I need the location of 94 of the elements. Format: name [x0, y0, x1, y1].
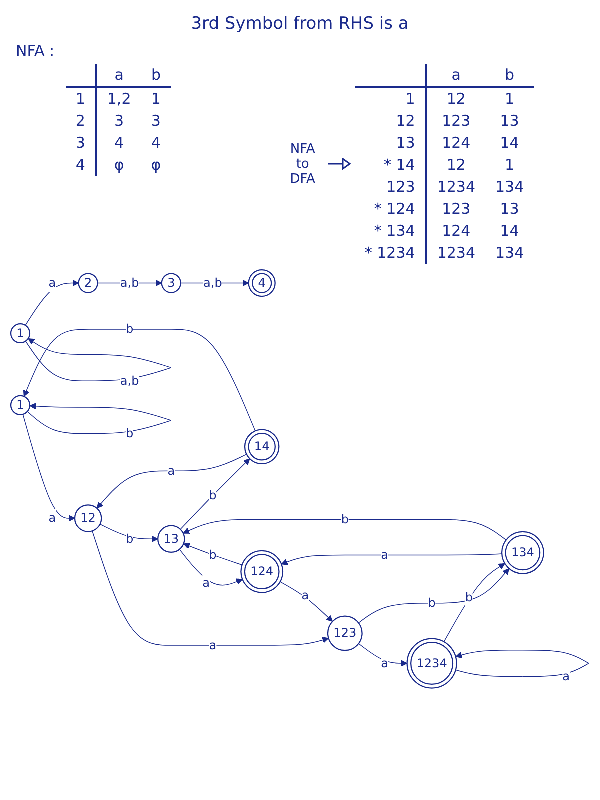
row-header: 3 — [66, 132, 96, 154]
table-cell: 4 — [96, 132, 142, 154]
node-circle — [248, 269, 276, 298]
arrow — [25, 338, 172, 382]
arrow — [100, 524, 158, 542]
edge-label: a,b — [120, 374, 140, 388]
table-cell: 3 — [96, 110, 142, 132]
arrow — [180, 458, 250, 530]
row-header: 1 — [354, 87, 426, 110]
edge-label: a — [168, 464, 176, 478]
node-circle — [74, 504, 102, 532]
arrow — [358, 643, 408, 667]
table-cell-text: φ — [150, 155, 162, 176]
table-cell: 1234 — [426, 176, 486, 198]
row-header: 123 — [354, 176, 426, 198]
row-header: * 1234 — [354, 242, 426, 264]
node-circle — [406, 638, 458, 689]
node-circle — [501, 531, 544, 574]
node-circle — [244, 429, 280, 465]
row-header: * 124 — [354, 198, 426, 220]
column-header: a — [96, 64, 142, 87]
node-circle — [10, 323, 31, 344]
column-header: b — [141, 64, 172, 87]
edge-label: a — [562, 669, 570, 684]
row-header: * 14 — [354, 154, 426, 176]
edge-label: b — [126, 532, 134, 546]
row-header: * 134 — [354, 220, 426, 242]
edge-label: b — [209, 548, 217, 562]
row-header: 1 — [66, 87, 96, 110]
arrow — [27, 403, 172, 434]
arrow — [444, 563, 506, 642]
arrow — [25, 280, 80, 326]
row-header: 2 — [66, 110, 96, 132]
row-header: 12 — [354, 110, 426, 132]
table-cell-text: 13 — [499, 199, 520, 220]
arrow — [96, 454, 248, 509]
table-cell-text: 134 — [494, 177, 526, 198]
table-cell: 12 — [426, 87, 486, 110]
arrow — [455, 650, 590, 678]
edge-label: b — [126, 426, 134, 441]
edge-label: a — [209, 638, 217, 652]
row-header: 4 — [66, 154, 96, 176]
arrow — [92, 530, 330, 646]
table-cell: 124 — [426, 132, 486, 154]
table-cell-text: 1 — [504, 155, 516, 176]
table-cell: 1234 — [426, 242, 486, 264]
node-circle — [161, 273, 182, 294]
table-cell: 123 — [426, 198, 486, 220]
table-cell: 12 — [426, 154, 486, 176]
section-label: NFA : — [16, 42, 55, 60]
edge-label: b — [209, 488, 217, 502]
edge-label: a — [202, 575, 210, 590]
edge-label: a — [381, 656, 388, 670]
column-header: a — [426, 64, 486, 87]
edge-label: b — [428, 596, 436, 610]
table-cell-text: 4 — [150, 133, 162, 154]
arrow — [358, 568, 510, 624]
table-cell-text: 3 — [150, 111, 162, 132]
node-circle — [78, 273, 98, 294]
state-diagram: a a,b a,b b a,b b a b a b b b a a a b b a a a 2 3 4 1 1 14 12 13 134 124 123 1234 — [5, 264, 595, 694]
edge-label: b — [465, 590, 473, 604]
node-circle — [10, 395, 31, 416]
arrow — [183, 519, 507, 541]
table-cell: 123 — [426, 110, 486, 132]
edge-label: b — [126, 322, 134, 336]
title: 3rd Symbol from RHS is a — [190, 14, 410, 34]
table-cell-text: 134 — [494, 243, 526, 264]
table-cell: 1,2 — [96, 87, 142, 110]
table-cell-text: 13 — [499, 111, 520, 132]
edge-label: a — [381, 548, 388, 562]
table-cell: 1 — [141, 87, 172, 110]
arrow — [179, 549, 243, 586]
arrow — [280, 582, 333, 622]
arrow — [281, 554, 502, 566]
row-header: 13 — [354, 132, 426, 154]
table-cell-text: 14 — [499, 221, 520, 242]
edge-label: a,b — [120, 276, 140, 290]
table-cell: φ — [96, 154, 142, 176]
edge-label: a — [48, 276, 56, 290]
node-circle — [158, 525, 186, 554]
arrow — [22, 414, 76, 522]
edge-label: a — [48, 510, 56, 526]
node-circle — [240, 550, 284, 594]
edge-label: b — [341, 512, 349, 526]
edge-label: a — [302, 588, 310, 603]
node-circle — [327, 616, 363, 652]
edge-label: a,b — [204, 276, 222, 290]
arrow — [184, 543, 243, 566]
arrow — [23, 329, 256, 432]
table-cell: 124 — [426, 220, 486, 242]
table-cell-text: 14 — [499, 133, 520, 154]
note: NFA to DFA — [289, 142, 316, 186]
table-cell: 1 — [486, 87, 534, 110]
column-header: b — [486, 64, 534, 87]
